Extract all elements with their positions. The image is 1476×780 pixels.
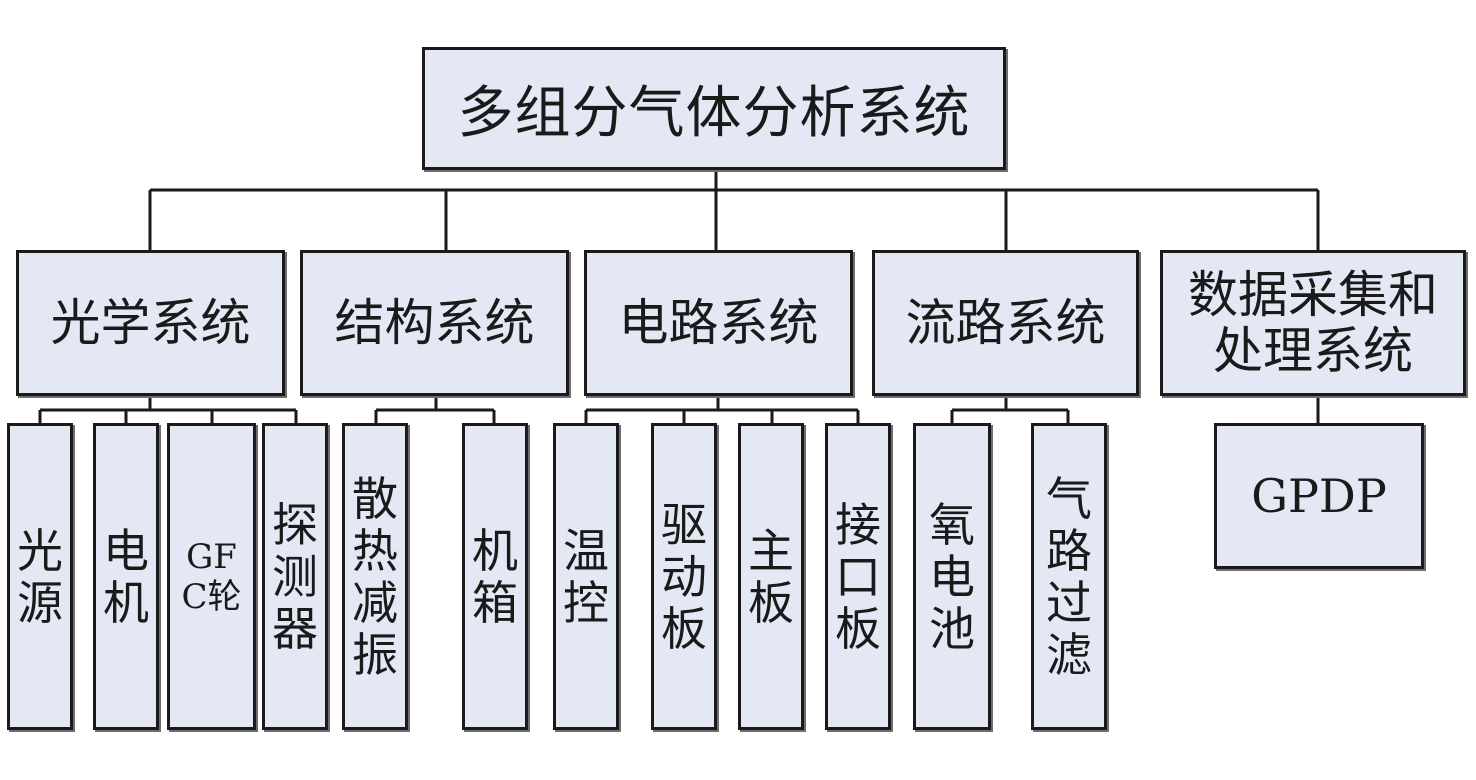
component-label: 接口板	[835, 497, 881, 656]
component-driver-board: 驱动板	[651, 423, 717, 730]
component-motor: 电机	[93, 423, 159, 730]
subsystem-label: 光学系统	[50, 294, 251, 352]
subsystem-label: 数据采集和处理系统	[1188, 266, 1438, 380]
component-label: 氧电池	[929, 497, 975, 656]
subsystem-label: 结构系统	[334, 294, 535, 352]
component-interface-board: 接口板	[825, 423, 891, 730]
component-label: 探测器	[272, 497, 318, 656]
root-box: 多组分气体分析系统	[422, 47, 1006, 170]
component-label: 主板	[748, 523, 794, 630]
root-label: 多组分气体分析系统	[457, 81, 971, 146]
subsystem-label: 流路系统	[905, 294, 1106, 352]
component-oxygen-cell: 氧电池	[913, 423, 991, 730]
component-label: 电机	[103, 523, 149, 630]
component-main-board: 主板	[738, 423, 804, 730]
component-label: GPDP	[1251, 469, 1387, 523]
component-label: 机箱	[472, 523, 518, 630]
subsystem-label: 电路系统	[618, 294, 819, 352]
component-label: 散热减振	[352, 471, 398, 682]
component-detector: 探测器	[262, 423, 328, 730]
component-gas-filter: 气路过滤	[1031, 423, 1107, 730]
component-label: GFC轮	[181, 536, 242, 617]
subsystem-optical: 光学系统	[16, 250, 285, 396]
component-label: 温控	[563, 523, 609, 630]
component-gpdp: GPDP	[1214, 423, 1424, 569]
component-chassis: 机箱	[462, 423, 528, 730]
component-gfc-wheel: GFC轮	[167, 423, 256, 730]
subsystem-data-processing: 数据采集和处理系统	[1160, 250, 1466, 396]
subsystem-circuit: 电路系统	[584, 250, 853, 396]
component-label: 光源	[17, 523, 63, 630]
subsystem-structure: 结构系统	[300, 250, 569, 396]
component-light-source: 光源	[7, 423, 73, 730]
component-heat-damping: 散热减振	[342, 423, 408, 730]
component-temp-control: 温控	[553, 423, 619, 730]
component-label: 气路过滤	[1046, 471, 1092, 682]
component-label: 驱动板	[661, 497, 707, 656]
subsystem-flow: 流路系统	[872, 250, 1139, 396]
